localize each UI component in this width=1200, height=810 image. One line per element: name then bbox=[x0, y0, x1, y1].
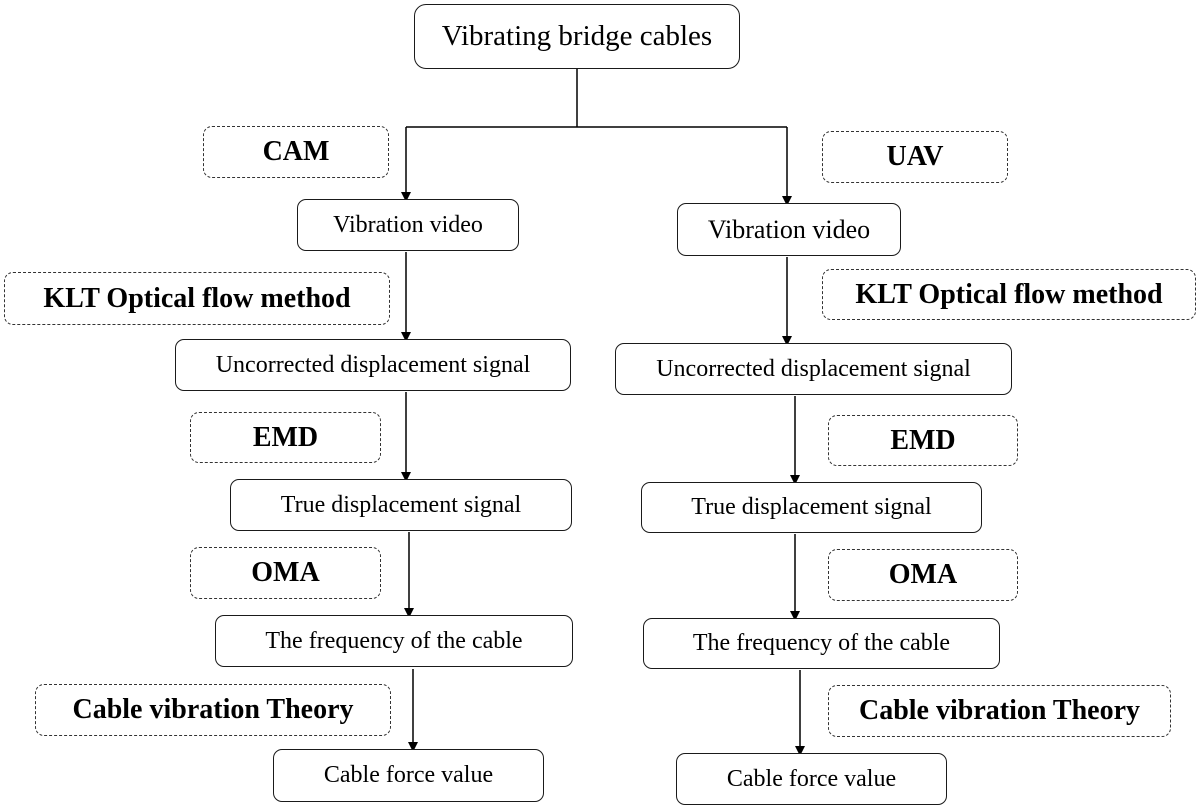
right-video-node: Vibration video bbox=[677, 203, 901, 256]
right-method-label: KLT Optical flow method bbox=[822, 269, 1196, 320]
left-result-node: Cable force value bbox=[273, 749, 544, 802]
right-uncorrected-node: Uncorrected displacement signal bbox=[615, 343, 1012, 395]
right-source-label: UAV bbox=[822, 131, 1008, 183]
left-uncorrected-node: Uncorrected displacement signal bbox=[175, 339, 571, 391]
right-theory-label: Cable vibration Theory bbox=[828, 685, 1171, 737]
root-node: Vibrating bridge cables bbox=[414, 4, 740, 69]
left-true-signal-node: True displacement signal bbox=[230, 479, 572, 531]
left-video-node: Vibration video bbox=[297, 199, 519, 251]
right-decomposition-label: EMD bbox=[828, 415, 1018, 466]
left-frequency-node: The frequency of the cable bbox=[215, 615, 573, 667]
left-source-label: CAM bbox=[203, 126, 389, 178]
right-analysis-label: OMA bbox=[828, 549, 1018, 601]
right-true-signal-node: True displacement signal bbox=[641, 482, 982, 533]
right-result-node: Cable force value bbox=[676, 753, 947, 805]
left-decomposition-label: EMD bbox=[190, 412, 381, 463]
right-frequency-node: The frequency of the cable bbox=[643, 618, 1000, 669]
left-analysis-label: OMA bbox=[190, 547, 381, 599]
left-method-label: KLT Optical flow method bbox=[4, 272, 390, 325]
left-theory-label: Cable vibration Theory bbox=[35, 684, 391, 736]
